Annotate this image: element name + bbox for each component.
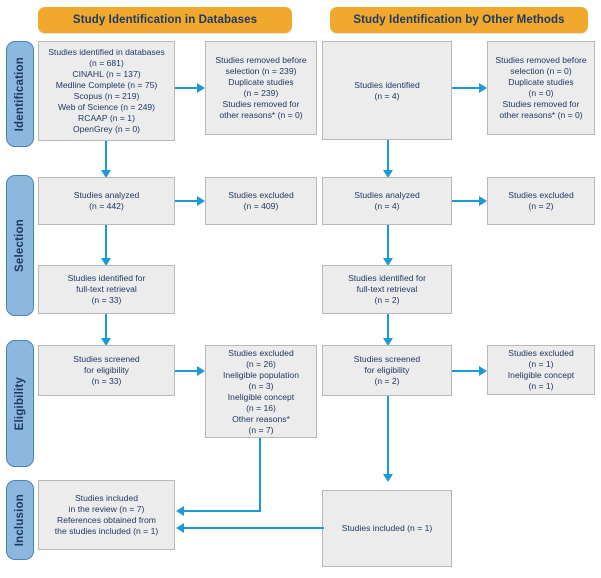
arrowhead-other-screened-to-excluded [479, 366, 487, 376]
box-other-included-text: Studies included (n = 1) [341, 523, 433, 533]
connector-db-excluded-to-included [184, 510, 261, 512]
connector-db-analyzed-to-fulltext [105, 225, 107, 260]
banner-other-methods: Study Identification by Other Methods [330, 7, 588, 33]
box-other-identified-text: Studies identified (n = 4) [354, 79, 420, 101]
box-db-removed-text: Studies removed before selection (n = 23… [215, 55, 307, 120]
arrowhead-db-analyzed-to-excluded [197, 196, 205, 206]
box-db-screened-text: Studies screened for eligibility (n = 33… [73, 354, 140, 386]
box-db-excluded-selection-text: Studies excluded (n = 409) [228, 190, 294, 211]
arrowhead-other-identified-to-removed [479, 83, 487, 93]
arrowhead-other-included-to-db-included [176, 523, 184, 533]
banner-databases: Study Identification in Databases [38, 7, 292, 33]
box-db-included: Studies included in the review (n = 7) R… [38, 480, 175, 550]
connector-db-excluded-down [259, 438, 261, 512]
stage-tab-inclusion: Inclusion [6, 480, 34, 560]
box-other-fulltext: Studies identified for full-text retriev… [322, 265, 452, 314]
arrowhead-db-excluded-to-included [176, 506, 184, 516]
box-other-excluded-selection-text: Studies excluded (n = 2) [508, 190, 574, 211]
connector-other-analyzed-to-excluded [452, 200, 479, 202]
box-db-fulltext-text: Studies identified for full-text retriev… [67, 273, 146, 305]
box-other-excluded-eligibility-text: Studies excluded (n = 1) Ineligible conc… [507, 348, 575, 391]
arrowhead-db-screened-to-excluded [197, 366, 205, 376]
stage-tab-eligibility-label: Eligibility [14, 376, 26, 431]
connector-db-analyzed-to-excluded [175, 200, 197, 202]
box-other-removed: Studies removed before selection (n = 0)… [487, 41, 595, 135]
box-other-included: Studies included (n = 1) [322, 490, 452, 567]
arrowhead-other-fulltext-to-screened [383, 338, 393, 346]
stage-tab-inclusion-label: Inclusion [14, 493, 26, 547]
banner-other-methods-label: Study Identification by Other Methods [353, 13, 565, 26]
box-db-excluded-selection: Studies excluded (n = 409) [205, 177, 317, 225]
box-db-screened: Studies screened for eligibility (n = 33… [38, 345, 175, 396]
box-other-fulltext-text: Studies identified for full-text retriev… [348, 273, 426, 305]
stage-tab-selection-label: Selection [14, 219, 26, 272]
connector-other-screened-to-included [387, 396, 389, 476]
connector-other-screened-to-excluded [452, 370, 479, 372]
box-other-screened-text: Studies screened for eligibility (n = 2) [353, 354, 421, 386]
box-other-excluded-selection: Studies excluded (n = 2) [487, 177, 595, 225]
stage-tab-eligibility: Eligibility [6, 340, 34, 467]
box-db-excluded-eligibility: Studies excluded (n = 26) Ineligible pop… [205, 345, 317, 438]
box-other-excluded-eligibility: Studies excluded (n = 1) Ineligible conc… [487, 345, 595, 395]
connector-other-analyzed-to-fulltext [387, 225, 389, 260]
stage-tab-identification-label: Identification [14, 56, 26, 132]
banner-databases-label: Study Identification in Databases [72, 13, 258, 26]
box-other-screened: Studies screened for eligibility (n = 2) [322, 345, 452, 396]
box-other-identified: Studies identified (n = 4) [322, 41, 452, 140]
stage-tab-identification: Identification [6, 41, 34, 147]
arrowhead-db-identified-to-removed [197, 83, 205, 93]
connector-other-identified-to-removed [452, 87, 479, 89]
box-db-removed: Studies removed before selection (n = 23… [205, 41, 317, 135]
arrowhead-db-analyzed-to-fulltext [101, 258, 111, 266]
box-db-analyzed: Studies analyzed (n = 442) [38, 177, 175, 225]
connector-db-screened-to-excluded [175, 370, 197, 372]
box-db-identified-text: Studies identified in databases (n = 681… [48, 47, 165, 134]
connector-db-identified-to-removed [175, 87, 197, 89]
arrowhead-db-fulltext-to-screened [101, 338, 111, 346]
box-db-excluded-eligibility-text: Studies excluded (n = 26) Ineligible pop… [223, 347, 299, 435]
arrowhead-other-analyzed-to-excluded [479, 196, 487, 206]
connector-other-identified-to-analyzed [387, 140, 389, 172]
connector-other-included-to-db-included [184, 527, 324, 529]
box-other-removed-text: Studies removed before selection (n = 0)… [495, 55, 587, 120]
box-other-analyzed-text: Studies analyzed (n = 4) [354, 190, 420, 211]
connector-other-fulltext-to-screened [387, 314, 389, 341]
arrowhead-other-screened-to-included [383, 474, 393, 482]
box-db-fulltext: Studies identified for full-text retriev… [38, 265, 175, 314]
box-db-analyzed-text: Studies analyzed (n = 442) [73, 190, 140, 211]
arrowhead-other-analyzed-to-fulltext [383, 258, 393, 266]
box-other-analyzed: Studies analyzed (n = 4) [322, 177, 452, 225]
arrowhead-db-identified-to-analyzed [101, 170, 111, 178]
box-db-included-text: Studies included in the review (n = 7) R… [54, 493, 159, 536]
stage-tab-selection: Selection [6, 175, 34, 316]
connector-db-fulltext-to-screened [105, 314, 107, 341]
box-db-identified: Studies identified in databases (n = 681… [38, 41, 175, 141]
connector-db-identified-to-analyzed [105, 141, 107, 172]
arrowhead-other-identified-to-analyzed [383, 170, 393, 178]
